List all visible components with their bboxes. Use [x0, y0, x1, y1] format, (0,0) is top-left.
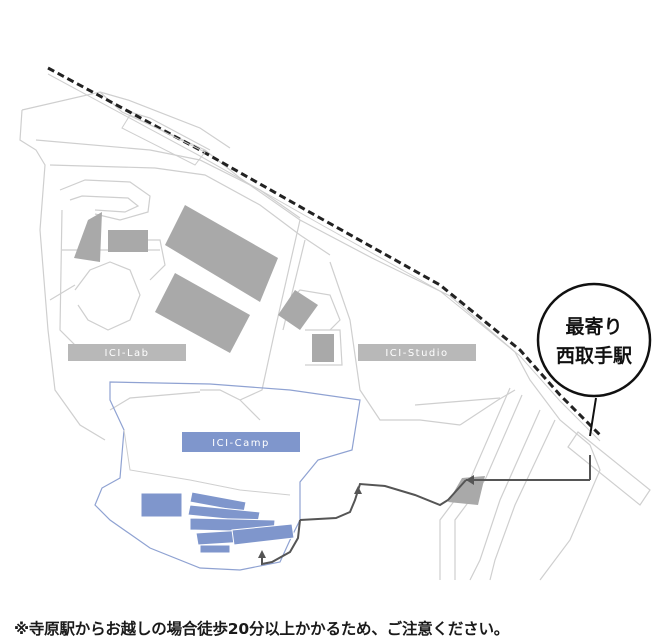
building: [278, 290, 318, 330]
route-arrows: [258, 475, 474, 558]
building: [140, 492, 183, 518]
zone-label-ici-camp-text: ICI-Camp: [212, 438, 270, 449]
ici-camp-area: ICI-Camp: [94, 381, 361, 571]
building: [199, 544, 231, 554]
station-callout-line1: 最寄り: [565, 315, 622, 338]
building: [231, 523, 295, 546]
zone-label-ici-studio: ICI-Studio: [358, 344, 476, 361]
building: [448, 476, 485, 505]
gray-buildings: [74, 205, 485, 505]
route-arrow-icon: [466, 475, 474, 485]
station-callout-line2: 西取手駅: [556, 344, 633, 367]
building: [312, 334, 334, 362]
building: [165, 205, 278, 302]
zone-label-ici-lab-text: ICI-Lab: [104, 348, 149, 359]
route-arrow-icon: [258, 550, 266, 558]
route-arrow-icon: [354, 486, 362, 494]
building: [74, 212, 102, 262]
walking-route: [261, 455, 591, 566]
zone-label-ici-lab: ICI-Lab: [68, 344, 186, 361]
camp-boundary: [94, 381, 361, 571]
zone-label-ici-studio-text: ICI-Studio: [385, 348, 448, 359]
zone-label-ici-camp-bg: [182, 432, 300, 452]
access-note: ※寺原駅からお越しの場合徒歩20分以上かかるため、ご注意ください。: [14, 620, 510, 638]
nearest-station-callout: 最寄り 西取手駅: [536, 282, 652, 437]
building: [155, 273, 250, 353]
railway-line: [47, 66, 602, 442]
building: [108, 230, 148, 252]
site-outlines: [19, 91, 651, 581]
campus-map: ICI-Lab ICI-Studio ICI-Camp: [19, 66, 652, 581]
